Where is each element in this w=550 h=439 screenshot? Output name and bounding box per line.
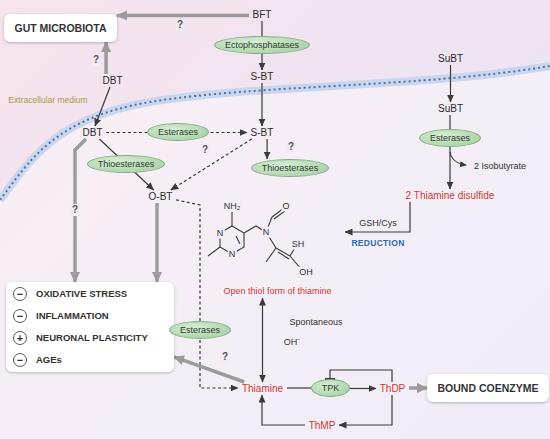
effect-arrow [409,386,427,390]
edge-label: ? [201,144,209,156]
reaction-arrow [171,139,252,190]
reaction-arrow [262,298,263,382]
atom-label: N [262,227,271,238]
effect-sign: − [13,353,27,367]
reaction-arrow [262,395,305,425]
node-text: DBT [83,127,103,138]
reaction-arrow [339,395,392,425]
enzyme-ellipse: TPK [311,379,350,397]
atom-label: OH [298,267,314,278]
atom-label: SH [291,239,306,250]
process-box: BOUND COENZYME [427,374,549,402]
edge-label: ? [71,204,79,216]
reaction-arrow [449,115,450,189]
enzyme-ellipse: Ectophosphatases [214,36,310,54]
node-text: Open thiol form of thiamine [223,286,331,296]
node-text: DBT [103,75,123,86]
compound-label: SuBT [434,102,467,115]
reaction-arrow [450,65,451,102]
node-text: O-BT [149,191,173,202]
node-text: S-BT [251,127,274,138]
reaction-arrow [261,83,262,126]
node-text: ThDP [380,383,406,394]
compound-label: DBT [79,126,106,139]
edge-label: ? [287,141,295,153]
reaction-arrow [287,387,311,388]
compound-label: BFT [249,8,275,21]
atom-label: N [216,228,225,239]
edge-label: ? [176,19,184,31]
compound-label: O-BT [145,190,176,203]
atom-label: NH₂ [223,201,242,212]
node-text: AGEs [36,349,62,371]
thiamine-structure [208,208,302,270]
compound-label: DBT [99,74,126,87]
effect-sign: + [13,331,27,345]
node-text: BOUND COENZYME [438,382,539,394]
enzyme-ellipse: Thioesterases [87,155,165,173]
product-label: 2 Isobutyrate [474,161,526,172]
cell-interior [0,66,550,439]
atom-label: N [228,249,237,260]
membrane-dots [0,66,550,200]
node-text: INFLAMMATION [36,305,109,327]
compound-label: S-BT [247,126,277,139]
node-text: ThMP [309,420,336,431]
reaction-arrow [95,87,110,126]
node-text: BFT [253,9,272,20]
compound-label: S-BT [247,70,277,83]
compound-label: SuBT [434,52,467,65]
reagent-label: OH⁻ [284,337,301,348]
reaction-arrow [345,202,410,232]
node-text: SuBT [438,103,463,114]
reaction-arrow [267,139,268,159]
process-box: GUT MICROBIOTA [4,14,117,42]
edge-label: ? [221,351,229,363]
node-text: Esterases [430,133,470,143]
compound-label: ThDP [376,382,409,395]
cell-membrane [0,66,550,200]
node-text: Esterases [158,127,198,137]
enzyme-ellipse: Thioesterases [251,159,329,177]
node-text: OXIDATIVE STRESS [36,283,127,305]
node-text: 2 Thiamine disulfide [406,190,495,201]
effect-sign: − [13,309,27,323]
node-text: SuBT [438,53,463,64]
node-text: GUT MICROBIOTA [15,22,107,34]
atom-label: O [281,201,290,212]
effect-arrow [174,357,244,382]
effect-arrow [117,14,249,18]
effect-arrow [155,203,159,282]
compound-label: 2 Thiamine disulfide [402,189,498,202]
node-text: TPK [322,383,340,393]
edge-label: ? [92,54,100,66]
node-text: Thiamine [242,383,283,394]
region-label: Extracellular medium [8,95,87,105]
reaction-arrow [350,388,376,389]
enzyme-ellipse: Esterases [169,321,231,339]
compound-label: ThMP [305,419,339,432]
node-text: Ectophosphatases [225,40,299,50]
enzyme-ellipse: Esterases [147,123,209,141]
enzyme-ellipse: Esterases [419,129,481,147]
node-text: Thioesterases [262,163,319,173]
process-label: Spontaneous [289,317,342,328]
node-text: Thioesterases [98,159,155,169]
reagent-label: GSH/Cys [359,218,397,229]
node-text: S-BT [251,71,274,82]
effect-arrow [104,42,108,74]
effects-box: OXIDATIVE STRESSINFLAMMATIONNEURONAL PLA… [6,282,174,372]
node-text: Esterases [180,325,220,335]
node-text: NEURONAL PLASTICITY [36,327,148,349]
isobutyrate-branch [450,152,466,165]
process-label: REDUCTION [351,238,404,248]
compound-label: Thiamine [238,382,287,395]
effect-sign: − [13,287,27,301]
